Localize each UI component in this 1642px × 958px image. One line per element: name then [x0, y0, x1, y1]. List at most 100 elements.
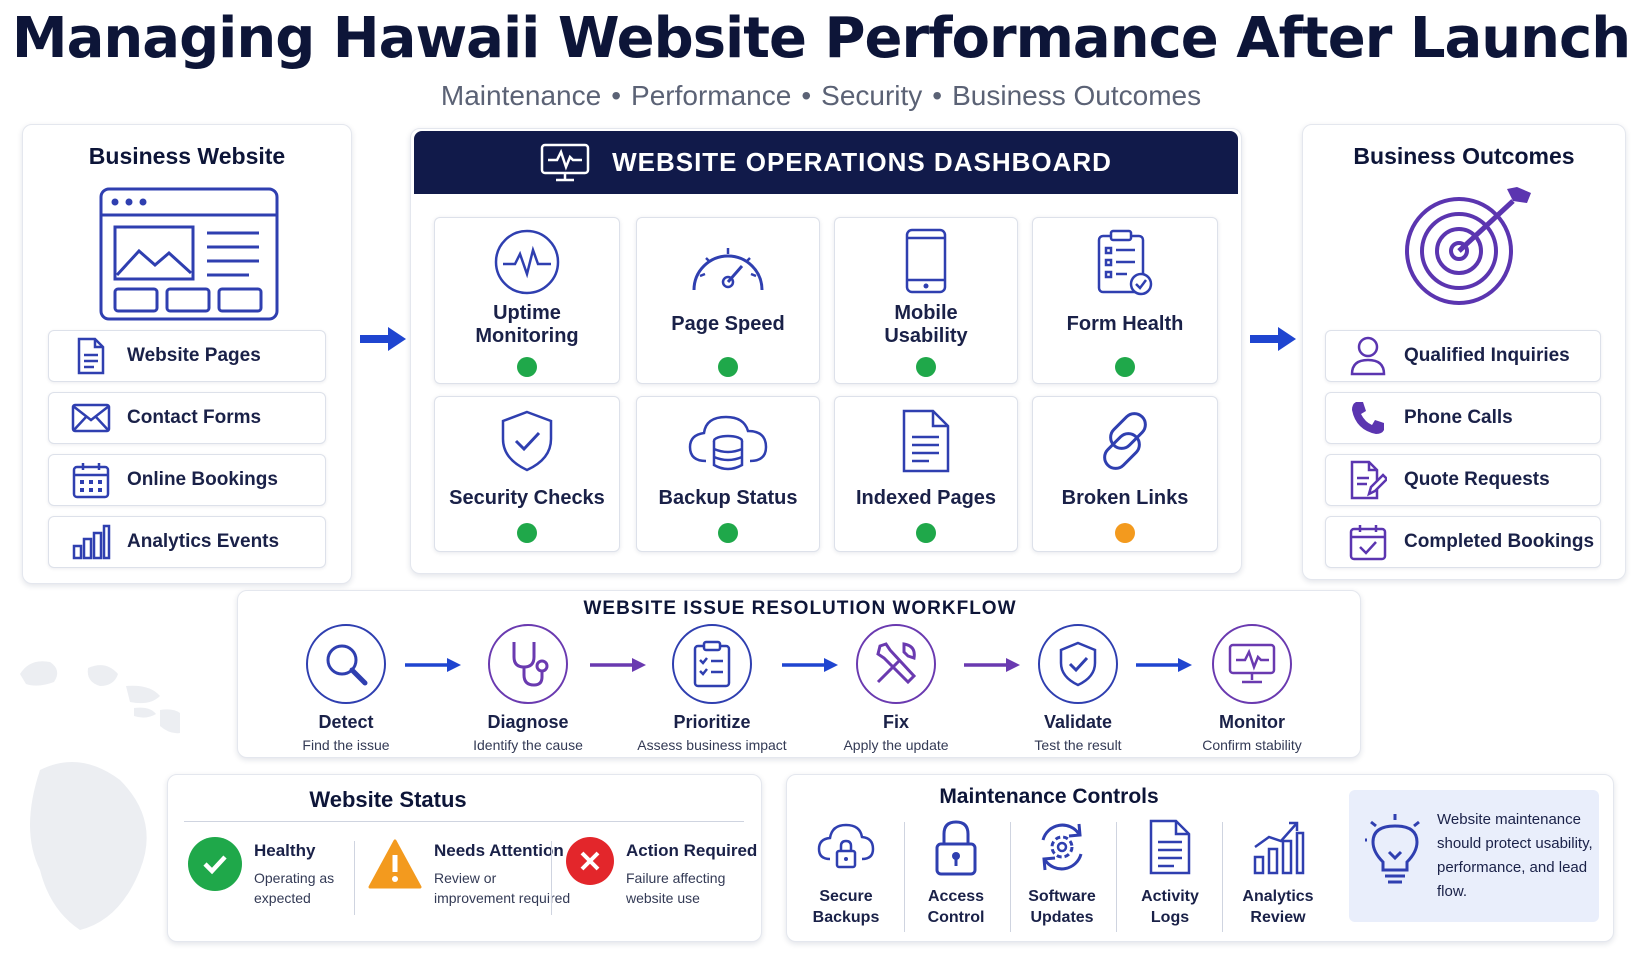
workflow-step-diagnose[interactable]: Diagnose Identify the cause: [438, 624, 618, 753]
arrow-right-icon: [782, 658, 838, 672]
arrow-right-icon: [1250, 327, 1296, 351]
divider: [1222, 822, 1223, 932]
hawaii-islands-decoration: [20, 661, 180, 930]
status-dot-green: [517, 523, 537, 543]
step-name: Detect: [318, 712, 374, 732]
growth-chart-icon: [1228, 814, 1328, 880]
page-subtitle: Maintenance•Performance•Security•Busines…: [440, 80, 1202, 111]
tile-broken-links[interactable]: Broken Links: [1032, 396, 1218, 552]
status-desc: Review or: [434, 870, 497, 886]
workflow-step-detect[interactable]: Detect Find the issue: [256, 624, 436, 753]
control-label: Updates: [1030, 909, 1094, 926]
cloud-lock-icon: [796, 814, 896, 880]
monitor-heartbeat-icon: [1212, 624, 1292, 704]
tile-label: Page Speed: [671, 313, 785, 335]
arrow-right-icon: [1136, 658, 1192, 672]
speedometer-icon: [692, 248, 764, 291]
tile-label: Form Health: [1066, 313, 1184, 335]
list-item-qualified-inquiries[interactable]: Qualified Inquiries: [1325, 330, 1601, 382]
dashboard-header: WEBSITE OPERATIONS DASHBOARD: [414, 131, 1238, 194]
status-desc: expected: [254, 890, 311, 906]
list-item-quote-requests[interactable]: Quote Requests: [1325, 454, 1601, 506]
list-item-label: Online Bookings: [127, 469, 278, 490]
subtitle-item: Business Outcomes: [952, 80, 1202, 111]
lightbulb-icon: [1365, 814, 1420, 884]
control-label: Activity: [1141, 888, 1199, 905]
workflow-step-monitor[interactable]: Monitor Confirm stability: [1162, 624, 1342, 753]
calendar-icon: [69, 460, 113, 500]
heartbeat-icon: [494, 229, 560, 295]
status-dot-orange: [1115, 523, 1135, 543]
business-website-panel: Business Website Website Pages Contact F…: [22, 124, 352, 584]
panel-title: Business Outcomes: [1353, 143, 1575, 169]
list-item-label: Completed Bookings: [1404, 531, 1595, 552]
envelope-icon: [69, 398, 113, 438]
list-item-label: Qualified Inquiries: [1404, 345, 1570, 366]
status-dot-green: [916, 357, 936, 377]
control-label: Logs: [1150, 909, 1190, 926]
arrow-right-icon: [360, 327, 406, 351]
tile-indexed-pages[interactable]: Indexed Pages: [834, 396, 1018, 552]
monitor-heartbeat-icon: [540, 143, 590, 181]
dashboard-title: WEBSITE OPERATIONS DASHBOARD: [612, 147, 1112, 177]
panel-title: Website Status: [309, 787, 467, 812]
status-heading: Needs Attention: [434, 841, 564, 860]
clipboard-check-icon: [1097, 229, 1153, 296]
step-desc: Apply the update: [843, 737, 949, 753]
list-item-website-pages[interactable]: Website Pages: [48, 330, 326, 382]
status-desc: website use: [626, 890, 700, 906]
list-item-phone-calls[interactable]: Phone Calls: [1325, 392, 1601, 444]
tile-security-checks[interactable]: Security Checks: [434, 396, 620, 552]
step-desc: Confirm stability: [1202, 737, 1302, 753]
step-name: Diagnose: [487, 712, 569, 732]
step-desc: Identify the cause: [473, 737, 583, 753]
gear-refresh-icon: [1012, 814, 1112, 880]
tile-page-speed[interactable]: Page Speed: [636, 217, 820, 384]
status-heading: Action Required: [626, 841, 758, 860]
step-desc: Test the result: [1034, 737, 1122, 753]
tile-label: Security Checks: [449, 487, 605, 509]
list-item-completed-bookings[interactable]: Completed Bookings: [1325, 516, 1601, 568]
subtitle-item: Performance: [631, 80, 792, 111]
arrow-right-icon: [405, 658, 461, 672]
list-item-contact-forms[interactable]: Contact Forms: [48, 392, 326, 444]
tile-label: Broken Links: [1061, 487, 1189, 509]
subtitle-item: Maintenance: [440, 80, 602, 111]
tile-form-health[interactable]: Form Health: [1032, 217, 1218, 384]
control-label: Software: [1028, 888, 1096, 905]
log-document-icon: [1120, 814, 1220, 880]
tile-label: Monitoring: [475, 325, 579, 347]
control-label: Access: [927, 888, 985, 905]
workflow-step-fix[interactable]: Fix Apply the update: [806, 624, 986, 753]
workflow-title: WEBSITE ISSUE RESOLUTION WORKFLOW: [583, 598, 1017, 619]
smartphone-icon: [905, 228, 947, 294]
tools-icon: [856, 624, 936, 704]
tile-label: Backup Status: [658, 487, 798, 509]
status-dot-green: [916, 523, 936, 543]
tile-label: Usability: [884, 325, 968, 347]
divider: [551, 841, 552, 915]
stethoscope-icon: [488, 624, 568, 704]
workflow-step-prioritize[interactable]: Prioritize Assess business impact: [622, 624, 802, 753]
list-item-analytics-events[interactable]: Analytics Events: [48, 516, 326, 568]
workflow-step-validate[interactable]: Validate Test the result: [988, 624, 1168, 753]
status-dot-green: [1115, 357, 1135, 377]
list-item-label: Phone Calls: [1404, 407, 1513, 428]
bar-chart-icon: [69, 522, 113, 562]
list-item-label: Quote Requests: [1404, 469, 1550, 490]
list-item-online-bookings[interactable]: Online Bookings: [48, 454, 326, 506]
step-desc: Find the issue: [302, 737, 390, 753]
tile-backup-status[interactable]: Backup Status: [636, 396, 820, 552]
list-item-label: Contact Forms: [127, 407, 262, 428]
status-dot-green: [517, 357, 537, 377]
panel-title: Business Website: [88, 143, 286, 169]
website-layout-icon: [99, 187, 279, 321]
